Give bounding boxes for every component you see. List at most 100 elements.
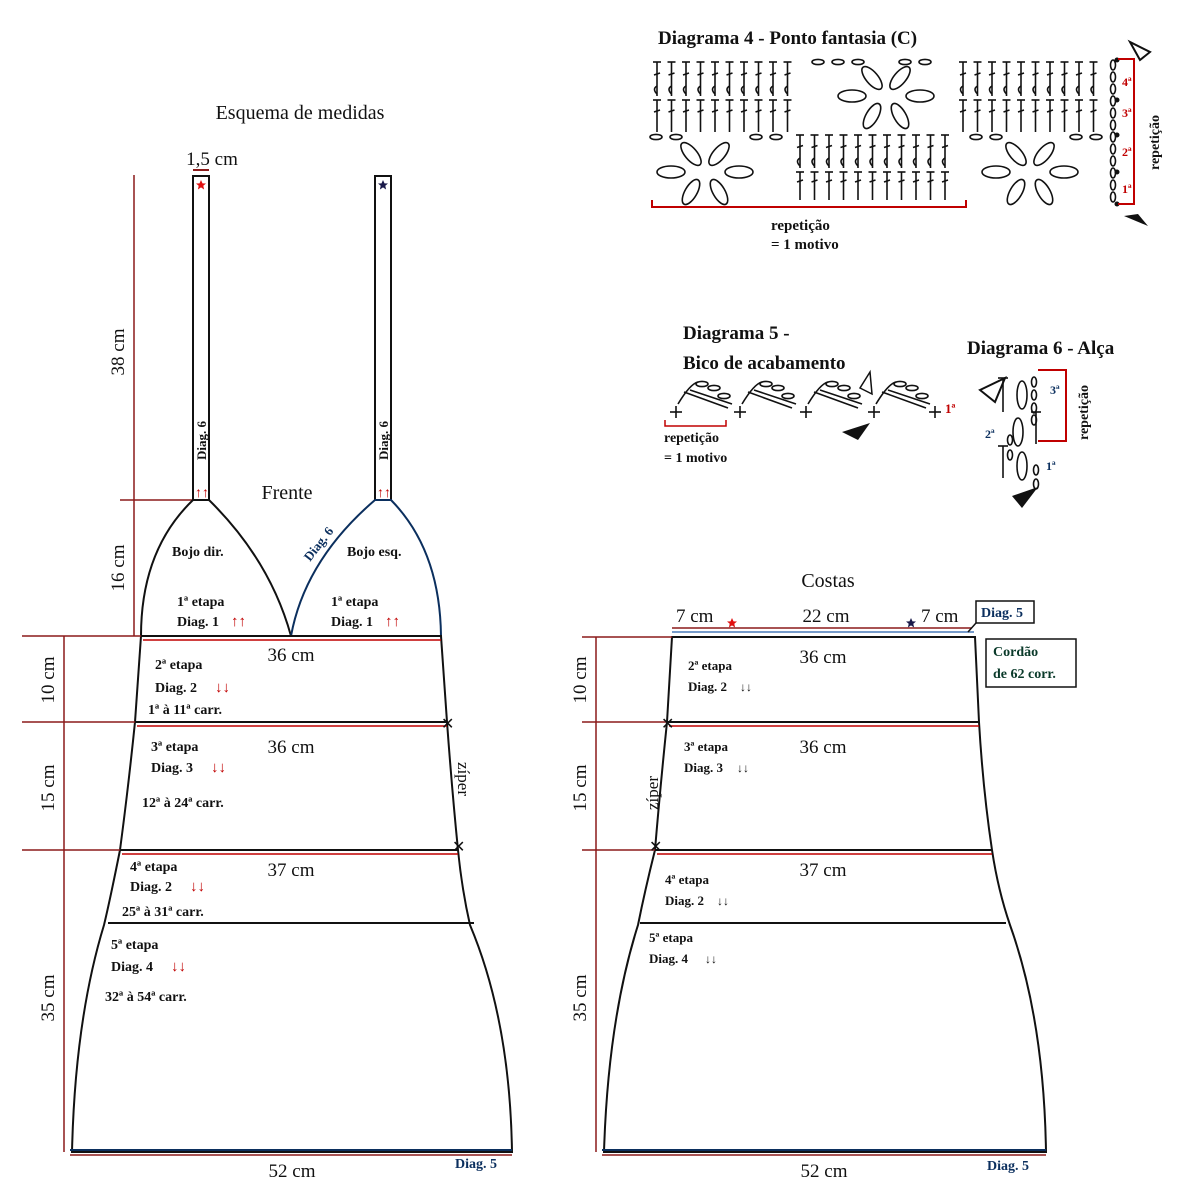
hook-curve [988,85,993,95]
side-chain-symbol [1109,179,1117,191]
double-crochet-bar [740,72,748,76]
double-crochet-bar [1017,109,1025,113]
petal-symbol [1034,178,1054,206]
diagram5-stitches [670,380,941,418]
diagram4-repeat-bracket-side [1118,58,1135,205]
back-top-diag-box [975,600,1035,624]
chain-symbol [1032,478,1040,490]
diagram6-row-2: 2ª [985,427,995,441]
double-crochet-bar [726,72,733,76]
double-crochet-bar [988,109,996,113]
hook-curve [769,85,774,95]
front-width-3: 37 cm [268,860,315,881]
chain-symbol [1030,402,1038,414]
front-stage-3: 3ª etapa [151,740,198,755]
diagram4-repeat-2: = 1 motivo [771,237,839,253]
front-bottom-width: 52 cm [269,1161,316,1182]
diagram6-row-3: 3ª [1050,383,1060,397]
star-red-icon [196,180,206,190]
double-crochet-bar [974,109,981,113]
back-bottom-diag: Diag. 5 [987,1159,1029,1174]
back-stage-2: 2ª etapa [688,658,732,673]
double-crochet-bar [854,179,862,183]
tr-symbol [819,389,863,405]
cup-left-stage: 1ª etapa [331,595,378,610]
back-arrows-2: ↓↓ [740,680,752,694]
back-height-1: 10 cm [570,656,591,703]
double-crochet-bar [811,144,818,149]
chain-symbol [771,384,785,392]
petal-symbol [890,102,910,130]
double-crochet-bar [1032,109,1039,113]
hook-curve [711,85,716,95]
hook-curve [796,157,801,167]
diagram4-row-4: 4ª [1122,75,1132,89]
double-crochet-bar [755,109,762,113]
cup-left-outline [290,499,442,637]
slip-stitch-dot [1114,132,1120,138]
back-arrows-4: ↓↓ [717,894,729,908]
front-diag-3: Diag. 3 [151,761,193,776]
double-crochet-bar [898,179,905,183]
double-crochet-bar [1090,72,1097,76]
hook-curve [740,85,745,95]
double-crochet-bar [668,72,675,76]
double-crochet-bar [1075,72,1083,76]
hook-curve [898,157,903,167]
star-navy-icon [378,180,388,190]
chain-symbol [898,58,912,66]
chain-symbol [1069,133,1083,141]
double-crochet-bar [1075,109,1083,113]
hook-curve [811,157,816,167]
double-crochet-bar [1061,72,1068,76]
cup-right-stage: 1ª etapa [177,595,224,610]
double-crochet-bar [697,109,704,113]
back-zipper-end-icon: ✕ [649,839,662,856]
double-crochet-bar [711,109,719,113]
hook-curve [1090,85,1095,95]
zipper-start-icon: ✕ [441,716,454,733]
chain-symbol [781,392,795,400]
double-crochet-bar [1046,72,1054,76]
cup-left-diag: Diag. 1 [331,615,373,630]
double-crochet-bar [883,144,891,149]
hook-curve [1032,85,1037,95]
double-crochet-bar [726,109,733,113]
strap-height-label: 38 cm [108,328,129,375]
double-crochet-bar [682,72,690,76]
cup-right-arrows: ↑↑ [231,614,246,630]
chain-symbol [649,133,663,141]
hook-curve [784,85,789,95]
back-top-left: 7 cm [676,606,714,627]
chain-symbol [1032,464,1040,476]
petal-symbol [681,178,701,206]
slip-stitch-dot [1114,169,1120,175]
double-crochet-bar [682,109,690,113]
double-crochet-bar [1017,72,1025,76]
tr-symbol [689,389,733,405]
front-height-3: 35 cm [38,974,59,1021]
back-zipper-label: zíper [643,776,662,810]
chain-symbol [837,384,851,392]
diagram4-row-1: 1ª [1122,182,1132,196]
back-width-1: 36 cm [800,647,847,668]
back-height-3: 35 cm [570,974,591,1021]
chain-symbol [1030,376,1038,388]
hook-curve [726,85,731,95]
side-chain-symbol [1109,59,1117,71]
back-star-red-icon [727,618,737,628]
chain-symbol [1006,434,1014,446]
double-crochet-bar [883,179,891,183]
double-crochet-bar [711,72,719,76]
strap-left-diag: Diag. 6 [376,421,391,461]
side-chain-symbol [1109,131,1117,143]
double-crochet-bar [959,109,967,113]
front-stage-5: 5ª etapa [111,938,158,953]
chain-symbol [1030,389,1038,401]
diagram6-stitches [998,376,1041,490]
diagram5-row-1: 1ª [945,401,956,416]
hook-curve [854,157,859,167]
front-arrows-2: ↓↓ [215,680,230,696]
diagram5-repeat-2: = 1 motivo [664,451,727,466]
hook-curve [883,157,888,167]
